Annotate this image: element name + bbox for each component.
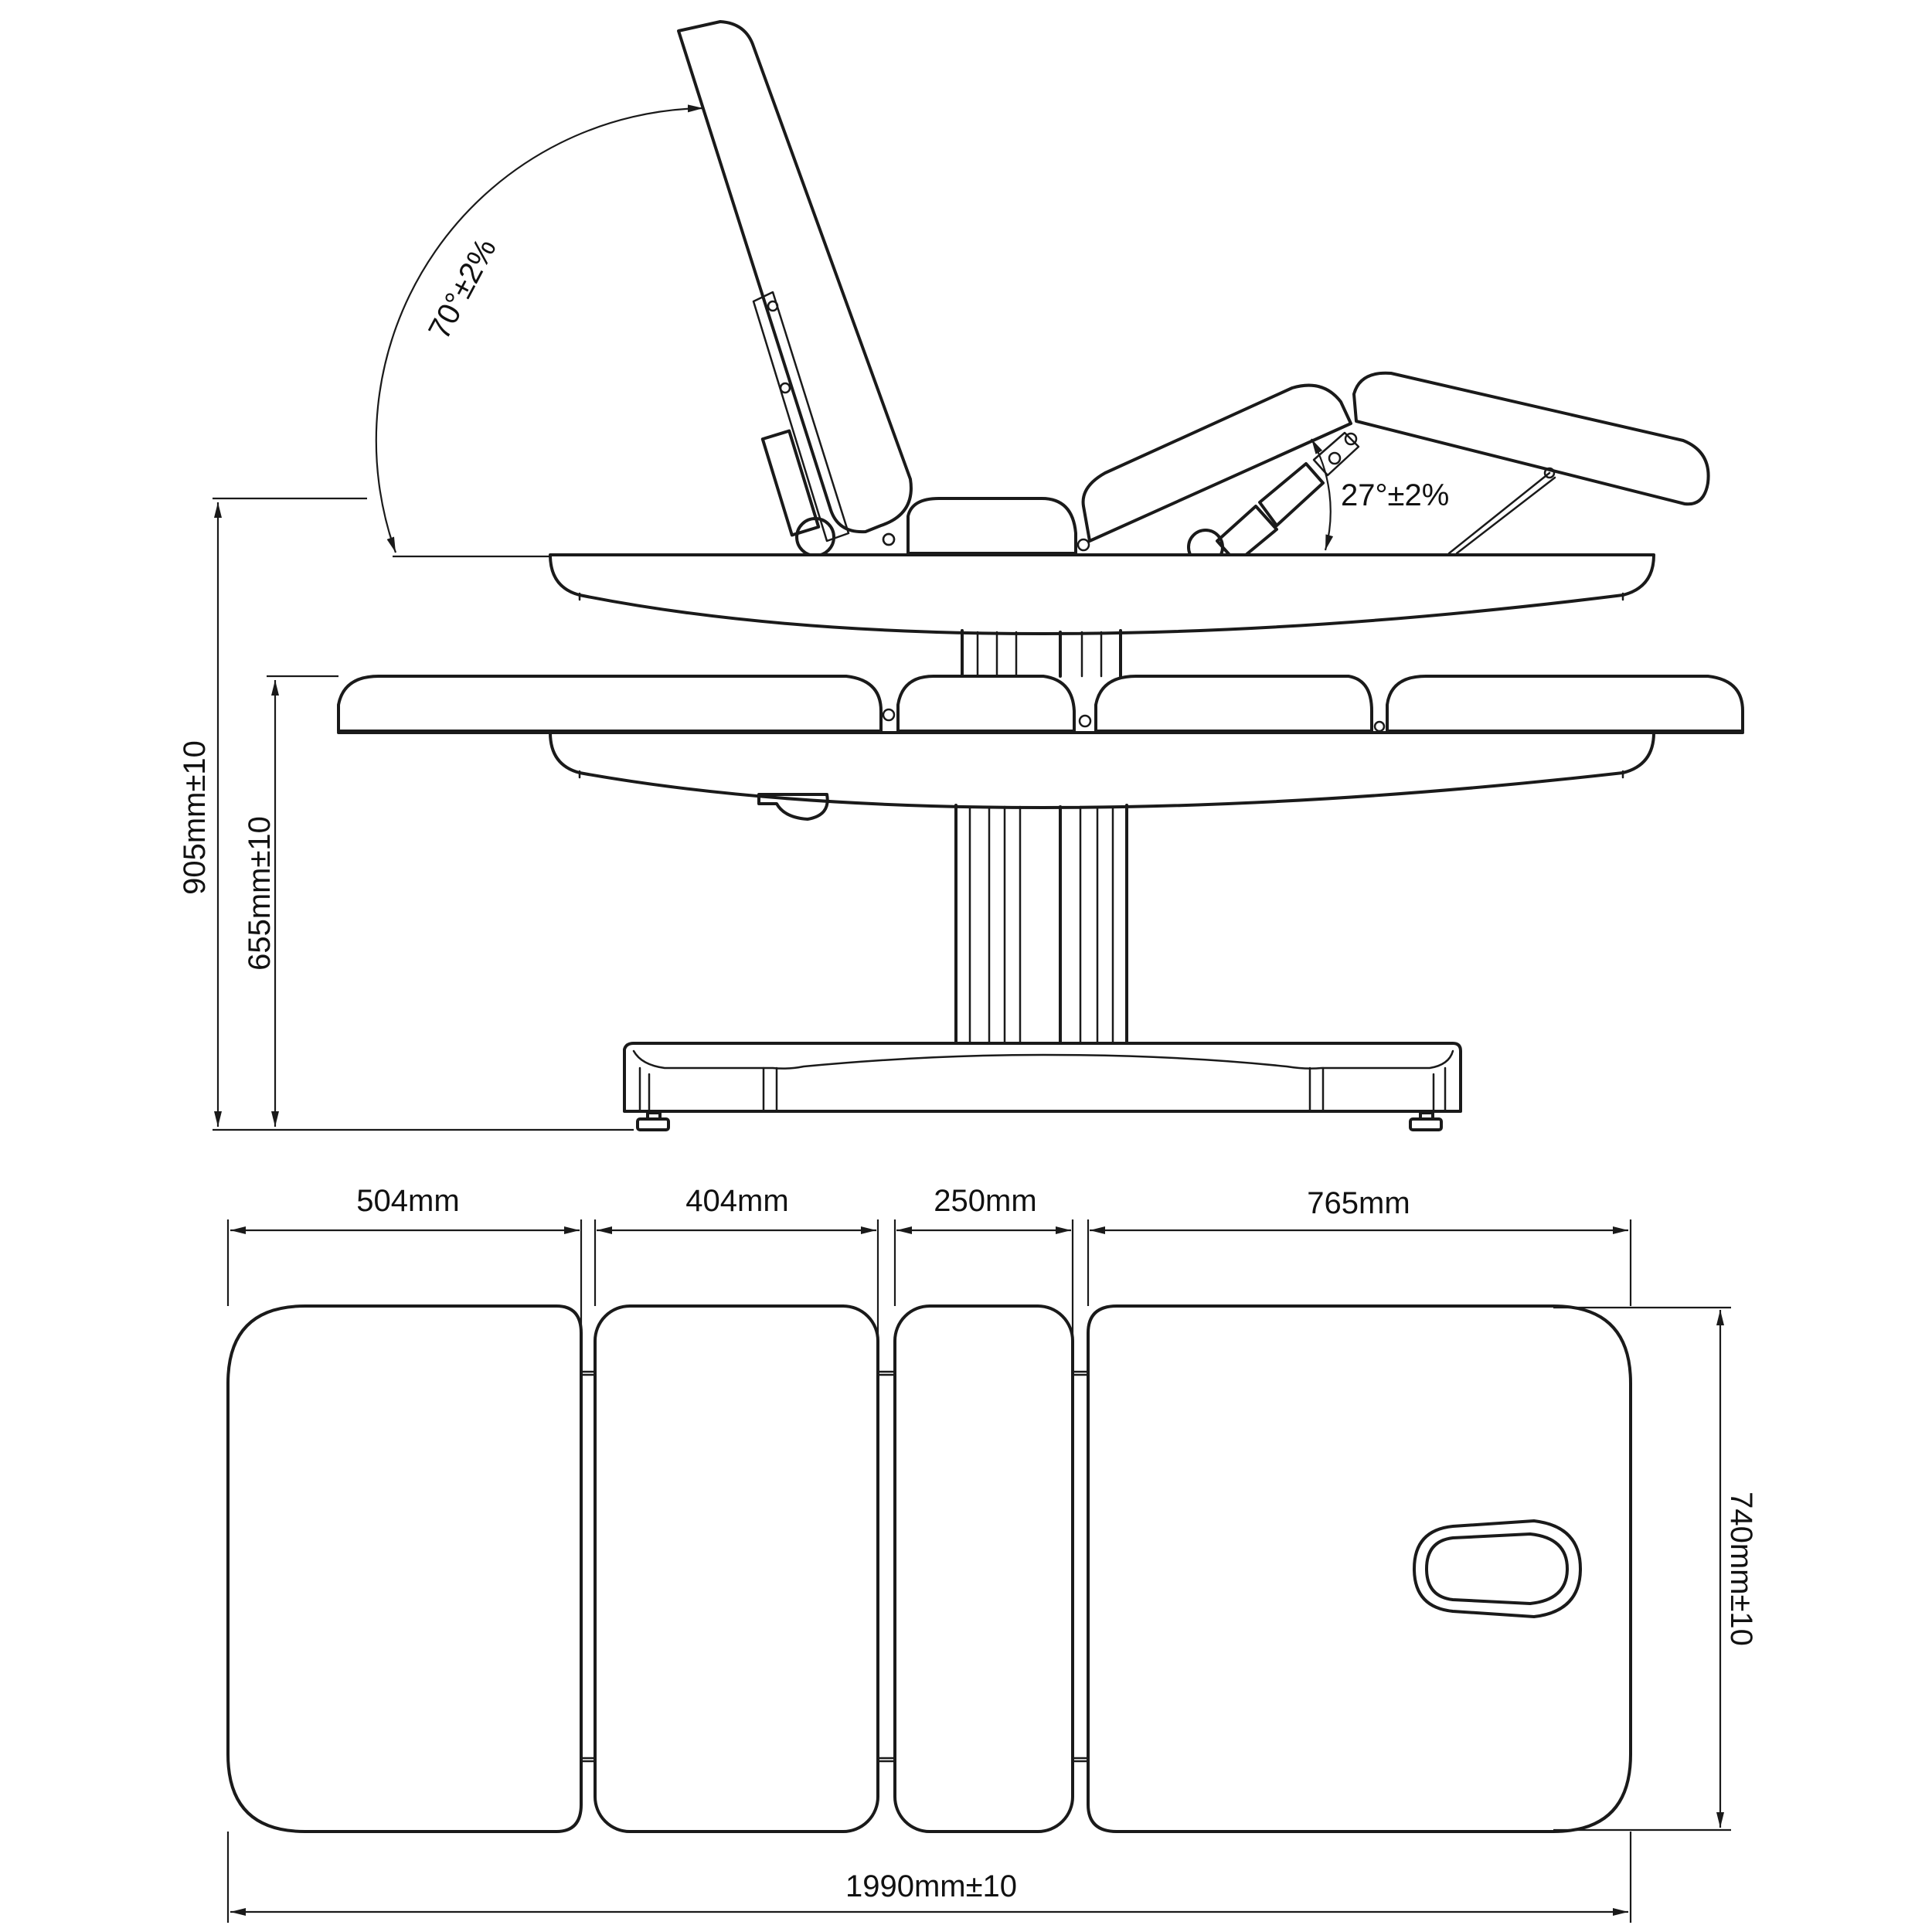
- head-pad-flat: [337, 675, 883, 733]
- seat-pad: [906, 497, 1077, 555]
- column-lower: [954, 804, 1128, 1045]
- leg-pad-flat: [1386, 675, 1744, 733]
- head-width-label: 504mm: [356, 1184, 459, 1218]
- motor-housing: [757, 793, 829, 821]
- back-width-label: 404mm: [685, 1184, 788, 1218]
- thigh-section-raised: [1081, 383, 1352, 543]
- total-length-label: 1990mm±10: [845, 1869, 1017, 1903]
- top-board: [549, 553, 1655, 635]
- thigh-pad-flat: [1094, 675, 1373, 733]
- lower-board: [549, 731, 1655, 809]
- leg-section-raised: [1352, 371, 1710, 506]
- leg-width-label: 765mm: [1307, 1186, 1410, 1220]
- column-upper: [961, 629, 1122, 678]
- top-seat-pad: [893, 1304, 1074, 1833]
- face-hole-inner: [1425, 1532, 1569, 1605]
- min-height-label: 655mm±10: [243, 816, 277, 971]
- flat-table: [337, 675, 1744, 1131]
- backrest-actuator: [752, 291, 896, 557]
- top-back-pad: [594, 1304, 879, 1833]
- raised-table: [549, 20, 1710, 678]
- base: [623, 1042, 1462, 1131]
- backrest-reclined: [677, 20, 913, 534]
- top-head-pad: [226, 1304, 583, 1833]
- backrest-angle-label: 70°±2%: [422, 233, 503, 345]
- seat-width-label: 250mm: [934, 1184, 1036, 1218]
- top-leg-pad: [1087, 1304, 1632, 1833]
- side-dimensions: [213, 104, 1334, 1131]
- leg-angle-label: 27°±2%: [1341, 478, 1449, 512]
- top-view: [226, 1304, 1632, 1833]
- max-height-label: 905mm±10: [178, 740, 212, 895]
- table-width-label: 740mm±10: [1724, 1492, 1758, 1646]
- seat-pad-flat: [896, 675, 1076, 733]
- top-dimensions: [226, 1219, 1731, 1923]
